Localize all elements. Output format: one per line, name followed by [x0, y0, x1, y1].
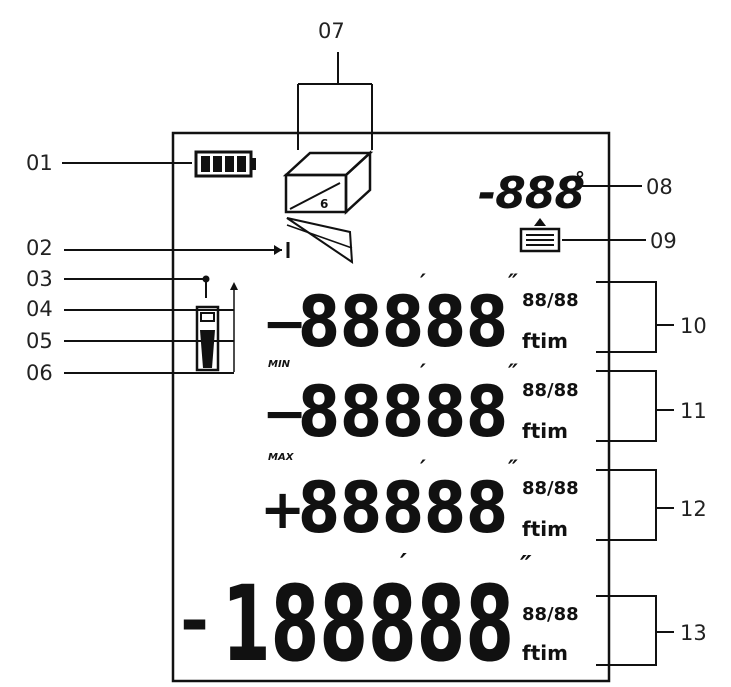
svg-text:6: 6	[320, 197, 328, 211]
callout-07: 07	[297, 19, 373, 150]
row-3-dprime: ″	[508, 457, 518, 482]
row-1-unit-bottom: ftim	[522, 329, 568, 353]
row-3-prime: ′	[420, 457, 426, 482]
callout-13-label: 13	[680, 621, 707, 645]
row-1-digits: 88888	[298, 281, 508, 363]
lcd-frame	[171, 131, 611, 683]
row-1-prime: ′	[420, 271, 426, 296]
row-4-prime: ′	[400, 549, 407, 579]
row-2-dprime: ″	[508, 361, 518, 386]
row-2-unit-bottom: ftim	[522, 419, 568, 443]
row-2-prime: ′	[420, 361, 426, 386]
reference-callouts: 03 04 05 06	[26, 267, 234, 385]
row-4-sign: -	[180, 580, 209, 662]
row-4-unit-bottom: ftim	[522, 641, 568, 665]
angle-value: -888	[478, 168, 584, 219]
row-2: MIN − 88888 ′ ″ 88/88 ftim	[262, 359, 579, 453]
callout-01-label: 01	[26, 151, 53, 175]
callout-06-label: 06	[26, 361, 53, 385]
callout-04-label: 04	[26, 297, 53, 321]
row-3-unit-bottom: ftim	[522, 517, 568, 541]
row-1: − 88888 ′ ″ 88/88 ftim	[262, 271, 579, 363]
callout-09-label: 09	[650, 229, 677, 253]
range-arrow-icon: 02	[26, 236, 290, 260]
angle-readout: -888 ° 08	[478, 167, 673, 219]
row-3-unit-top: 88/88	[522, 478, 579, 499]
row-1-sign: −	[262, 292, 307, 355]
row-4-unit-top: 88/88	[522, 604, 579, 625]
row-4-dprime: ″	[520, 551, 532, 581]
callout-02-label: 02	[26, 236, 53, 260]
callout-03-label: 03	[26, 267, 53, 291]
callout-05-label: 05	[26, 329, 53, 353]
row-1-dprime: ″	[508, 271, 518, 296]
callout-12-label: 12	[680, 497, 707, 521]
row-2-sign: −	[262, 382, 307, 445]
memory-stack-icon: 09	[519, 218, 677, 253]
row-2-unit-top: 88/88	[522, 380, 579, 401]
row-1-unit-top: 88/88	[522, 290, 579, 311]
row-3-digits: 88888	[298, 467, 508, 549]
callout-07-label: 07	[318, 19, 345, 43]
measure-mode-icon: 6	[282, 150, 374, 264]
angle-unit: °	[575, 167, 585, 191]
row-3-label: MAX	[268, 452, 295, 463]
callout-01: 01	[26, 151, 192, 175]
row-4: - 188888 ′ ″ 88/88 ftim	[180, 549, 579, 685]
reference-point-icon	[195, 279, 238, 372]
callout-08-label: 08	[646, 175, 673, 199]
battery-icon	[194, 150, 256, 178]
row-3: MAX + 88888 ′ ″ 88/88 ftim	[260, 452, 579, 549]
row-2-label: MIN	[268, 359, 291, 370]
row-3-sign: +	[260, 478, 305, 541]
row-4-digits: 188888	[222, 563, 514, 685]
callout-11-label: 11	[680, 399, 707, 423]
row-brackets: 10 11 12 13	[596, 281, 707, 666]
row-2-digits: 88888	[298, 371, 508, 453]
callout-10-label: 10	[680, 314, 707, 338]
